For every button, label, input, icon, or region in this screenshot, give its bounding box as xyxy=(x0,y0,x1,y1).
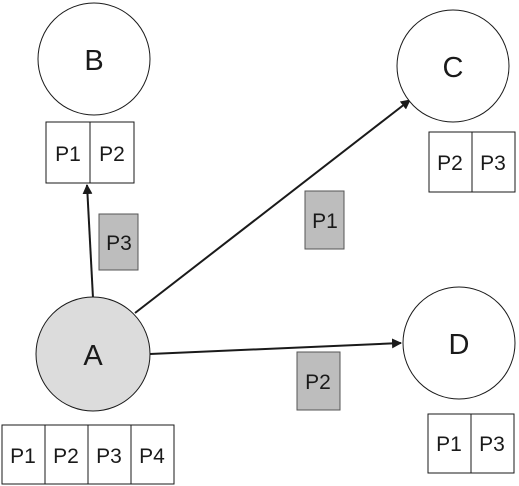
partition-label: P1 xyxy=(436,433,462,456)
node-d-partitions: P1 P3 xyxy=(427,413,515,474)
partition-label: P3 xyxy=(96,445,122,468)
partition-cell xyxy=(470,413,515,474)
partition-label: P2 xyxy=(53,445,79,468)
node-b xyxy=(37,2,151,116)
packet-to-b: P3 xyxy=(98,213,139,271)
node-d-label: D xyxy=(449,329,470,361)
packet-label: P3 xyxy=(106,232,132,255)
packet-label: P2 xyxy=(305,371,331,394)
arrow-a-to-b xyxy=(82,184,94,299)
partition-label: P3 xyxy=(480,152,506,175)
packet-box xyxy=(98,213,139,271)
partition-cell xyxy=(45,121,91,184)
packet-box xyxy=(296,351,341,411)
partition-cell xyxy=(44,424,89,485)
partition-label: P1 xyxy=(10,445,36,468)
partition-cell xyxy=(87,424,132,485)
node-a-partitions: P1 P2 P3 P4 xyxy=(1,424,175,485)
partition-label: P1 xyxy=(55,143,81,166)
arrow-a-to-d xyxy=(149,338,402,355)
node-c-partitions: P2 P3 xyxy=(428,131,516,193)
partition-label: P2 xyxy=(99,143,125,166)
partition-label: P2 xyxy=(437,152,463,175)
node-b-partitions: P1 P2 xyxy=(45,121,135,184)
partition-cell xyxy=(427,413,472,474)
node-c xyxy=(396,9,510,123)
partition-cell xyxy=(89,121,135,184)
node-d xyxy=(402,286,516,400)
node-a xyxy=(35,296,151,412)
packet-box xyxy=(304,190,345,250)
partition-label: P4 xyxy=(139,445,165,468)
partition-cell xyxy=(1,424,46,485)
node-c-label: C xyxy=(443,52,464,84)
packet-to-d: P2 xyxy=(296,351,341,411)
partition-cell xyxy=(471,131,516,193)
packet-label: P1 xyxy=(312,210,338,233)
partition-label: P3 xyxy=(479,433,505,456)
packet-to-c: P1 xyxy=(304,190,345,250)
node-a-label: A xyxy=(83,340,103,372)
partition-cell xyxy=(130,424,175,485)
arrow-a-to-c xyxy=(134,99,411,314)
node-b-label: B xyxy=(84,45,103,77)
